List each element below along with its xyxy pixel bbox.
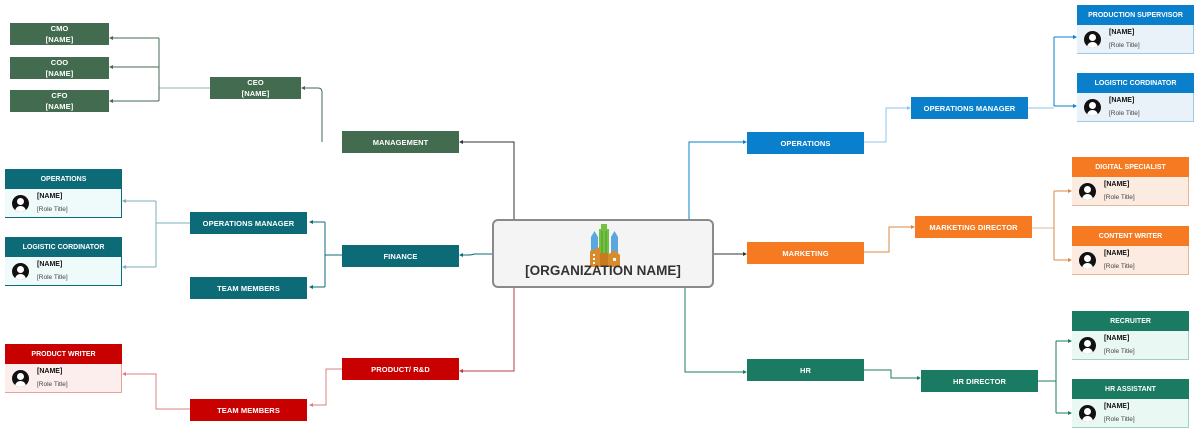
operations-card-logistic-coordinator[interactable]: LOGISTIC CORDINATOR [NAME] [Role Title] (1077, 73, 1194, 122)
card-role: [Role Title] (37, 381, 68, 388)
person-avatar-icon (12, 262, 29, 280)
person-avatar-icon (1079, 404, 1096, 422)
city-buildings-icon (590, 224, 620, 267)
card-name: [NAME] (1104, 181, 1130, 188)
card-title: LOGISTIC CORDINATOR (1077, 73, 1194, 93)
person-avatar-icon (1084, 30, 1101, 48)
person-avatar-icon (1079, 182, 1096, 200)
card-name: [NAME] (1104, 403, 1130, 410)
coo-title: COO (50, 58, 69, 67)
card-role: [Role Title] (37, 274, 68, 281)
ceo-name: [NAME] (241, 89, 270, 98)
operations-card-production-supervisor[interactable]: PRODUCTION SUPERVISOR [NAME] [Role Title] (1077, 5, 1194, 54)
card-name: [NAME] (37, 368, 63, 375)
person-avatar-icon (1084, 98, 1101, 116)
cfo-node[interactable]: CFO [NAME] (10, 90, 109, 112)
marketing-card-digital-specialist[interactable]: DIGITAL SPECIALIST [NAME] [Role Title] (1072, 157, 1189, 206)
card-role: [Role Title] (1104, 263, 1135, 270)
finance-operations-manager-node[interactable]: OPERATIONS MANAGER (190, 212, 307, 234)
card-title: LOGISTIC CORDINATOR (5, 237, 122, 257)
card-role: [Role Title] (1104, 348, 1135, 355)
cfo-title: CFO (51, 91, 68, 100)
hr-director-node[interactable]: HR DIRECTOR (921, 370, 1038, 392)
card-title: CONTENT WRITER (1072, 226, 1189, 246)
card-title: HR ASSISTANT (1072, 379, 1189, 399)
card-role: [Role Title] (37, 206, 68, 213)
operations-node[interactable]: OPERATIONS (747, 132, 864, 154)
card-role: [Role Title] (1109, 110, 1140, 117)
card-title: OPERATIONS (5, 169, 122, 189)
person-avatar-icon (12, 194, 29, 212)
card-title: PRODUCTION SUPERVISOR (1077, 5, 1194, 25)
hr-node[interactable]: HR (747, 359, 864, 381)
hr-card-hr-assistant[interactable]: HR ASSISTANT [NAME] [Role Title] (1072, 379, 1189, 428)
product-rd-node[interactable]: PRODUCT/ R&D (342, 358, 459, 380)
card-name: [NAME] (1109, 29, 1135, 36)
cmo-name: [NAME] (45, 35, 74, 44)
finance-card-operations[interactable]: OPERATIONS [NAME] [Role Title] (5, 169, 122, 218)
card-role: [Role Title] (1104, 416, 1135, 423)
finance-card-logistic-coordinator[interactable]: LOGISTIC CORDINATOR [NAME] [Role Title] (5, 237, 122, 286)
card-name: [NAME] (1104, 335, 1130, 342)
person-avatar-icon (1079, 336, 1096, 354)
organization-node[interactable]: [ORGANIZATION NAME] (492, 219, 714, 288)
card-role: [Role Title] (1104, 194, 1135, 201)
card-role: [Role Title] (1109, 42, 1140, 49)
operations-manager-node[interactable]: OPERATIONS MANAGER (911, 97, 1028, 119)
organization-name: [ORGANIZATION NAME] (525, 263, 681, 278)
coo-node[interactable]: COO [NAME] (10, 57, 109, 79)
card-name: [NAME] (37, 261, 63, 268)
finance-node[interactable]: FINANCE (342, 245, 459, 267)
card-title: RECRUITER (1072, 311, 1189, 331)
coo-name: [NAME] (45, 69, 74, 78)
card-name: [NAME] (37, 193, 63, 200)
hr-card-recruiter[interactable]: RECRUITER [NAME] [Role Title] (1072, 311, 1189, 360)
management-node[interactable]: MANAGEMENT (342, 131, 459, 153)
finance-team-members-node[interactable]: TEAM MEMBERS (190, 277, 307, 299)
marketing-card-content-writer[interactable]: CONTENT WRITER [NAME] [Role Title] (1072, 226, 1189, 275)
cmo-title: CMO (50, 24, 69, 33)
marketing-director-node[interactable]: MARKETING DIRECTOR (915, 216, 1032, 238)
card-name: [NAME] (1109, 97, 1135, 104)
product-card-product-writer[interactable]: PRODUCT WRITER [NAME] [Role Title] (5, 344, 122, 393)
card-title: DIGITAL SPECIALIST (1072, 157, 1189, 177)
ceo-node[interactable]: CEO [NAME] (210, 77, 301, 99)
product-team-members-node[interactable]: TEAM MEMBERS (190, 399, 307, 421)
cfo-name: [NAME] (45, 102, 74, 111)
person-avatar-icon (1079, 251, 1096, 269)
card-name: [NAME] (1104, 250, 1130, 257)
cmo-node[interactable]: CMO [NAME] (10, 23, 109, 45)
person-avatar-icon (12, 369, 29, 387)
marketing-node[interactable]: MARKETING (747, 242, 864, 264)
ceo-title: CEO (247, 78, 264, 87)
card-title: PRODUCT WRITER (5, 344, 122, 364)
